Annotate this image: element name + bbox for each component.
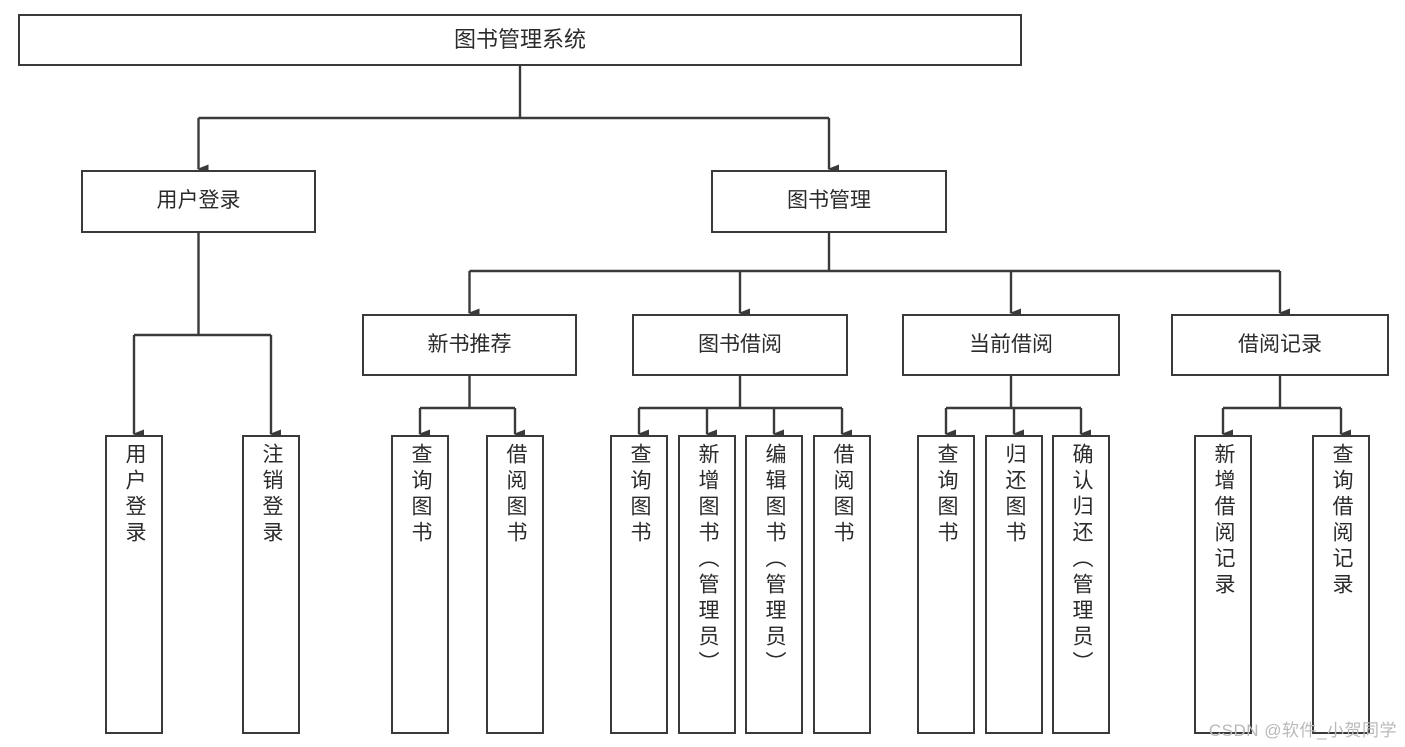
node-label: 借阅记录 [1238,332,1322,356]
node-records_1[interactable]: 新增借阅记录 [1194,435,1252,734]
node-label: 确认归还（管理员） [1070,443,1094,677]
node-label: 图书管理 [787,189,871,213]
node-label: 图书管理系统 [453,27,586,53]
node-label: 注销登录 [260,443,284,547]
node-borrow_1[interactable]: 查询图书 [610,435,668,734]
node-label: 新增图书（管理员） [696,443,720,677]
node-records[interactable]: 借阅记录 [1171,314,1389,376]
node-label: 用户登录 [123,443,147,547]
node-newbook_1[interactable]: 查询图书 [391,435,449,734]
node-label: 用户登录 [156,189,241,213]
node-login_2[interactable]: 注销登录 [242,435,300,734]
node-current[interactable]: 当前借阅 [902,314,1120,376]
node-label: 图书借阅 [698,332,782,356]
node-label: 借阅图书 [504,443,528,547]
watermark: CSDN @软件_小贺同学 [1208,721,1397,740]
node-label: 当前借阅 [969,332,1053,356]
node-label: 查询图书 [935,443,959,547]
node-label: 新书推荐 [427,332,512,356]
node-records_2[interactable]: 查询借阅记录 [1312,435,1370,734]
node-borrow_2[interactable]: 新增图书（管理员） [678,435,736,734]
node-newbook[interactable]: 新书推荐 [362,314,577,376]
node-borrow_4[interactable]: 借阅图书 [813,435,871,734]
node-borrow_3[interactable]: 编辑图书（管理员） [745,435,803,734]
node-label: 查询借阅记录 [1330,443,1354,599]
node-root[interactable]: 图书管理系统 [18,14,1022,66]
node-label: 查询图书 [628,443,652,547]
node-label: 借阅图书 [831,443,855,547]
node-bookmgmt[interactable]: 图书管理 [711,170,947,233]
node-login_1[interactable]: 用户登录 [105,435,163,734]
node-label: 归还图书 [1003,443,1027,547]
node-current_3[interactable]: 确认归还（管理员） [1052,435,1110,734]
node-newbook_2[interactable]: 借阅图书 [486,435,544,734]
node-current_2[interactable]: 归还图书 [985,435,1043,734]
node-login[interactable]: 用户登录 [81,170,316,233]
node-label: 新增借阅记录 [1212,443,1236,599]
node-label: 编辑图书（管理员） [763,443,787,677]
node-current_1[interactable]: 查询图书 [917,435,975,734]
node-label: 查询图书 [409,443,433,547]
node-borrow[interactable]: 图书借阅 [632,314,848,376]
